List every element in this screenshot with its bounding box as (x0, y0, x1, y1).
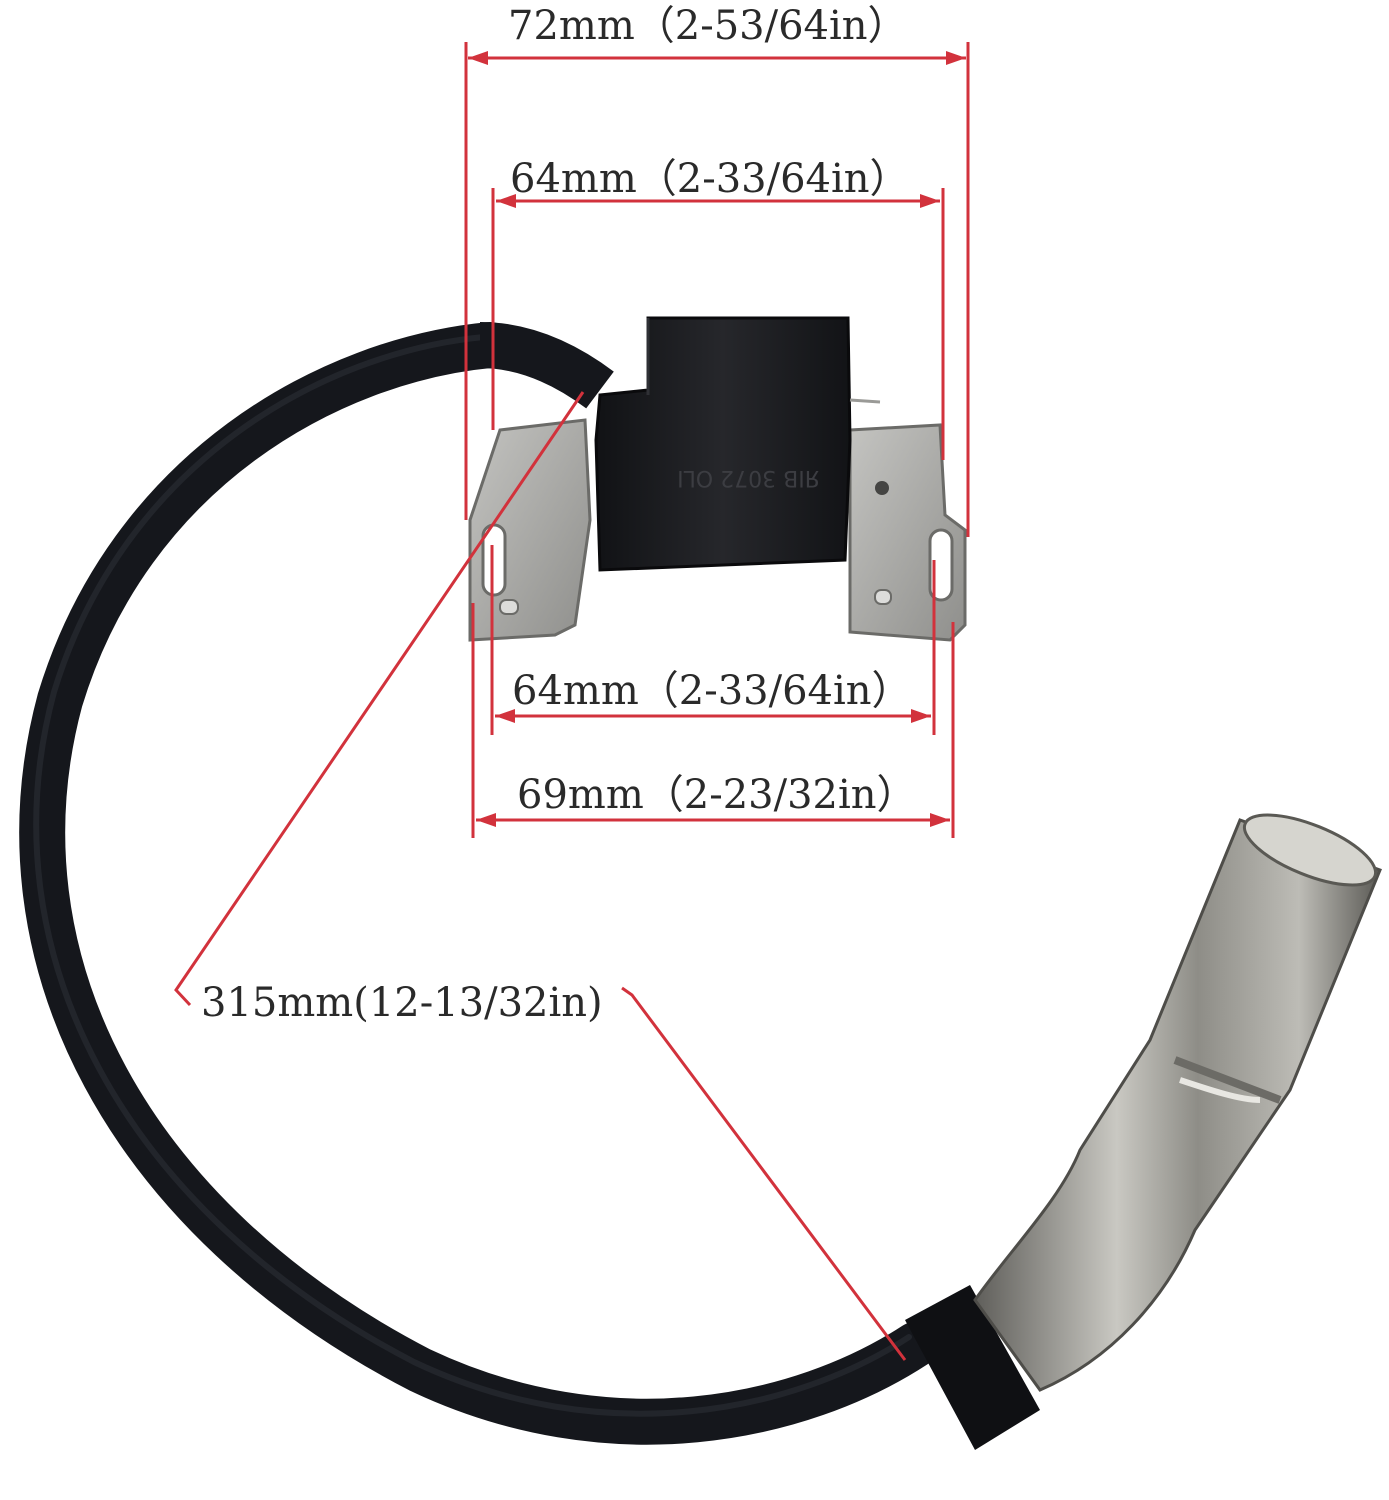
dimension-label-bottom-inner: 64mm（2-33/64in） (512, 668, 912, 714)
cable-length-leader-right (621, 986, 907, 1361)
spark-plug-boot (905, 813, 1382, 1450)
right-mounting-plate (848, 423, 967, 642)
dimension-label-bottom-outer: 69mm（2-23/32in） (517, 772, 917, 818)
coil-marking: ЯIB 3072 OLI (677, 465, 820, 490)
dimension-lines (174, 42, 970, 1361)
dimension-label-top-outer: 72mm（2-53/64in） (508, 3, 908, 49)
cable-length-label: 315mm(12-13/32in) (201, 980, 603, 1026)
cable-length-leader-left (174, 391, 585, 1007)
ignition-coil-body: ЯIB 3072 OLI (594, 316, 881, 572)
left-mounting-plate (468, 418, 592, 642)
dimension-label-top-inner: 64mm（2-33/64in） (510, 156, 910, 202)
